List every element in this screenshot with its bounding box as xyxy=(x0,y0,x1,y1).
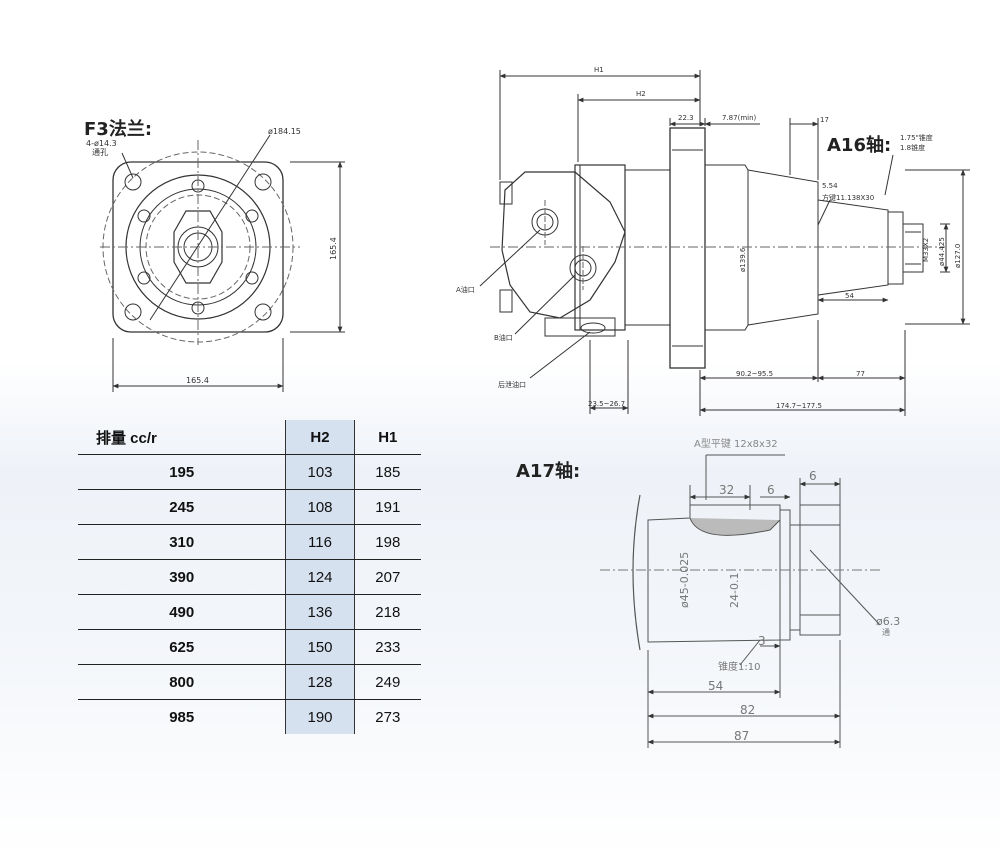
a17-taper-label: 锥度1:10 xyxy=(718,660,760,673)
cell-displacement: 245 xyxy=(78,489,286,525)
dim-23-5-label: 23.5~26.7 xyxy=(588,400,625,408)
a17-dim-87: 87 xyxy=(734,729,749,743)
header-displacement: 排量 cc/r xyxy=(78,420,286,455)
port-b-label: B油口 xyxy=(494,333,513,342)
table-row: 245 108 191 xyxy=(78,489,421,525)
f3-height-dim: 165.4 xyxy=(329,237,338,260)
d-139-6-label: ø139.6 xyxy=(739,247,747,272)
table-row: 800 128 249 xyxy=(78,664,421,700)
a17-shaft-heading: A17轴: xyxy=(516,461,581,482)
a17-d24-label: 24-0.1 xyxy=(728,573,741,608)
f3-width-dim: 165.4 xyxy=(186,376,209,385)
a17-dim-32: 32 xyxy=(719,483,734,497)
a17-dim-6a: 6 xyxy=(767,483,775,497)
cell-displacement: 490 xyxy=(78,594,286,630)
motor-side-view xyxy=(479,70,970,416)
cell-displacement: 310 xyxy=(78,524,286,560)
a17-dim-82: 82 xyxy=(740,703,755,717)
cell-h2: 124 xyxy=(285,559,355,595)
drain-port-label: 后泄油口 xyxy=(498,380,526,389)
dim-77-label: 77 xyxy=(856,370,865,378)
a16-shaft-heading: A16轴: xyxy=(827,135,892,156)
table-row: 985 190 273 xyxy=(78,699,421,734)
cell-h2: 103 xyxy=(285,454,355,490)
a17-dim-3: 3 xyxy=(758,634,766,648)
a17-d6-3-label: ø6.3 xyxy=(876,615,900,628)
cell-h1: 185 xyxy=(354,454,421,490)
taper-note-2: 1.8锥度 xyxy=(900,143,925,152)
cell-h2: 116 xyxy=(285,524,355,560)
table-row: 195 103 185 xyxy=(78,454,421,490)
f3-hole-note: 4-ø14.3 xyxy=(86,139,117,148)
cell-displacement: 390 xyxy=(78,559,286,595)
dim-h2-label: H2 xyxy=(636,90,646,98)
cell-h2: 128 xyxy=(285,664,355,700)
f3-through-note: 通孔 xyxy=(92,147,108,157)
cell-displacement: 985 xyxy=(169,708,195,726)
dim-17-label: 17 xyxy=(820,116,829,124)
displacement-table: 排量 cc/r H2 H1 195 103 185 245 108 191 31… xyxy=(78,420,421,734)
a17-key-note: A型平键 12x8x32 xyxy=(694,437,778,450)
f3-flange-heading: F3法兰: xyxy=(84,119,153,140)
f3-pcd-label: ø184.15 xyxy=(268,127,301,136)
header-h2: H2 xyxy=(285,420,355,455)
port-a-label: A油口 xyxy=(456,285,475,294)
cell-h2: 150 xyxy=(285,629,355,665)
cell-displacement: 800 xyxy=(78,664,286,700)
cell-displacement: 195 xyxy=(78,454,286,490)
key-note: 方键11.138X30 xyxy=(822,193,874,202)
dim-22-3-label: 22.3 xyxy=(678,114,694,122)
cell-h1: 191 xyxy=(354,489,421,525)
m33-label: M33X2 xyxy=(922,238,930,262)
dim-5-54-label: 5.54 xyxy=(822,182,838,190)
a17-through-label: 通 xyxy=(882,627,890,637)
table-row: 625 150 233 xyxy=(78,629,421,665)
cell-h1: 198 xyxy=(354,524,421,560)
cell-h2: 136 xyxy=(285,594,355,630)
dim-h1-label: H1 xyxy=(594,66,604,74)
header-h1: H1 xyxy=(354,420,421,455)
cell-h1: 207 xyxy=(354,559,421,595)
a17-dim-6b: 6 xyxy=(809,469,817,483)
cell-h1: 218 xyxy=(354,594,421,630)
cell-h2: 190 xyxy=(285,699,355,734)
a17-dim-54: 54 xyxy=(708,679,723,693)
dim-7-87-label: 7.87(min) xyxy=(722,114,757,122)
cell-h1: 273 xyxy=(375,708,401,726)
dim-90-2-label: 90.2~95.5 xyxy=(736,370,773,378)
cell-displacement: 625 xyxy=(78,629,286,665)
f3-flange-view xyxy=(100,134,345,392)
d-44-425-label: ø44.425 xyxy=(938,237,946,266)
table-row: 390 124 207 xyxy=(78,559,421,595)
d-127-label: ø127.0 xyxy=(954,244,962,268)
table-header-row: 排量 cc/r H2 H1 xyxy=(78,420,421,455)
taper-note-1: 1.75"锥度 xyxy=(900,133,933,142)
table-row: 310 116 198 xyxy=(78,524,421,560)
cell-h1: 249 xyxy=(354,664,421,700)
a17-shaft-view xyxy=(600,454,881,748)
dim-54-label: 54 xyxy=(845,292,854,300)
dim-174-label: 174.7~177.5 xyxy=(776,402,822,410)
cell-h2: 108 xyxy=(285,489,355,525)
table-row: 490 136 218 xyxy=(78,594,421,630)
cell-h1: 233 xyxy=(354,629,421,665)
a17-d45-label: ø45-0.025 xyxy=(678,552,691,608)
